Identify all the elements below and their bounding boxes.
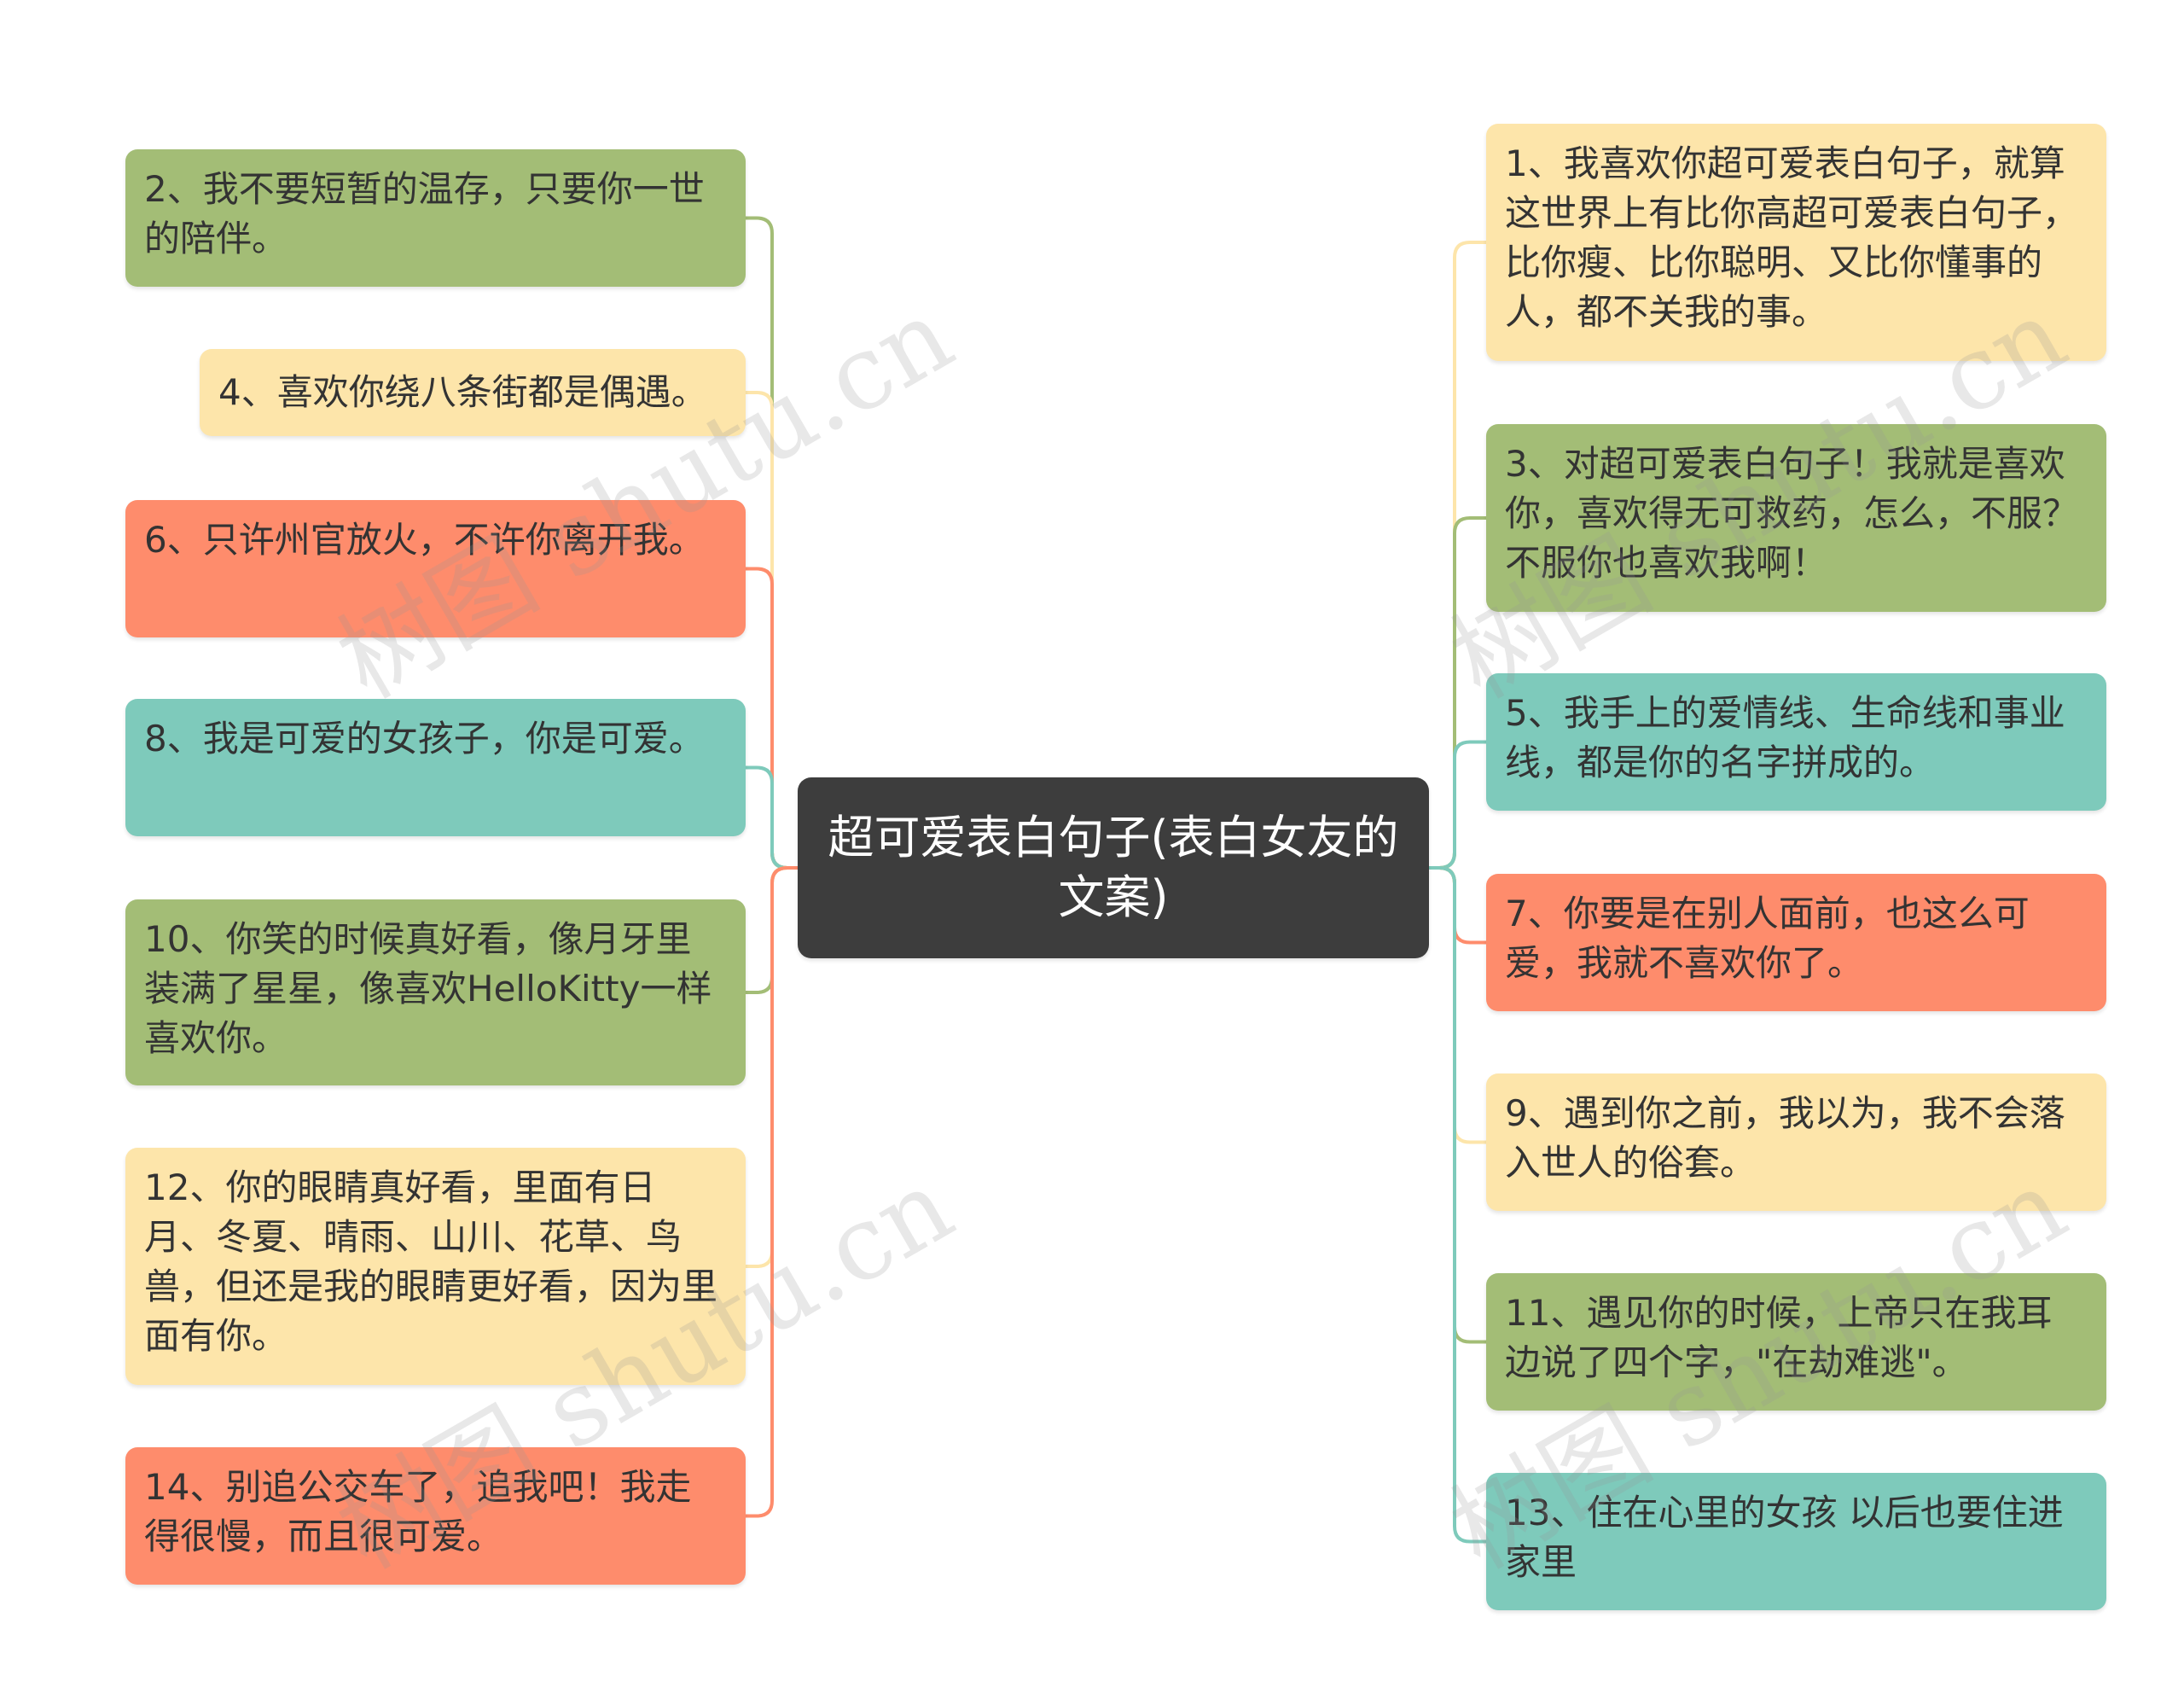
- left-connector-2: [746, 567, 798, 870]
- node-label: 6、只许州官放火，不许你离开我。: [144, 519, 705, 561]
- right-connector-6: [1429, 866, 1486, 1544]
- left-node-10[interactable]: 10、你笑的时候真好看，像月牙里装满了星星，像喜欢HelloKitty一样喜欢你…: [125, 899, 746, 1085]
- left-connector-5: [746, 866, 798, 1268]
- right-connector-2: [1429, 740, 1486, 870]
- right-node-5[interactable]: 5、我手上的爱情线、生命线和事业线，都是你的名字拼成的。: [1486, 673, 2106, 811]
- right-node-3[interactable]: 3、对超可爱表白句子！我就是喜欢你，喜欢得无可救药，怎么，不服？不服你也喜欢我啊…: [1486, 424, 2106, 612]
- node-label: 2、我不要短暂的温存，只要你一世的陪伴。: [144, 168, 705, 259]
- right-connector-3: [1429, 866, 1486, 945]
- node-label: 7、你要是在别人面前，也这么可爱，我就不喜欢你了。: [1505, 893, 2030, 984]
- node-label: 11、遇见你的时候，上帝只在我耳边说了四个字，"在劫难逃"。: [1505, 1292, 2053, 1383]
- node-label: 14、别追公交车了，追我吧！我走得很慢，而且很可爱。: [144, 1466, 692, 1557]
- left-connector-0: [746, 216, 798, 870]
- left-node-6[interactable]: 6、只许州官放火，不许你离开我。: [125, 500, 746, 637]
- node-label: 13、住在心里的女孩 以后也要住进家里: [1505, 1492, 2064, 1583]
- node-label: 4、喜欢你绕八条街都是偶遇。: [218, 371, 707, 413]
- right-connector-5: [1429, 866, 1486, 1344]
- left-node-12[interactable]: 12、你的眼睛真好看，里面有日月、冬夏、晴雨、山川、花草、鸟兽，但还是我的眼睛更…: [125, 1148, 746, 1385]
- node-label: 8、我是可爱的女孩子，你是可爱。: [144, 718, 705, 759]
- left-connector-6: [746, 866, 798, 1518]
- node-label: 5、我手上的爱情线、生命线和事业线，都是你的名字拼成的。: [1505, 692, 2065, 783]
- right-connector-0: [1429, 241, 1486, 870]
- central-topic[interactable]: 超可爱表白句子(表白女友的文案): [798, 777, 1429, 958]
- left-node-8[interactable]: 8、我是可爱的女孩子，你是可爱。: [125, 699, 746, 836]
- node-label: 3、对超可爱表白句子！我就是喜欢你，喜欢得无可救药，怎么，不服？不服你也喜欢我啊…: [1505, 443, 2079, 584]
- node-label: 9、遇到你之前，我以为，我不会落入世人的俗套。: [1505, 1092, 2065, 1184]
- right-connector-1: [1429, 516, 1486, 870]
- right-connector-4: [1429, 866, 1486, 1144]
- left-node-14[interactable]: 14、别追公交车了，追我吧！我走得很慢，而且很可爱。: [125, 1447, 746, 1585]
- watermark: 树图 shutu.cn: [319, 276, 972, 722]
- right-node-1[interactable]: 1、我喜欢你超可爱表白句子，就算这世界上有比你高超可爱表白句子，比你瘦、比你聪明…: [1486, 124, 2106, 361]
- left-connector-3: [746, 765, 798, 870]
- central-topic-label: 超可爱表白句子(表白女友的文案): [828, 811, 1399, 924]
- left-connector-1: [746, 391, 798, 870]
- node-label: 1、我喜欢你超可爱表白句子，就算这世界上有比你高超可爱表白句子，比你瘦、比你聪明…: [1505, 143, 2079, 333]
- left-node-4[interactable]: 4、喜欢你绕八条街都是偶遇。: [200, 349, 746, 436]
- node-label: 10、你笑的时候真好看，像月牙里装满了星星，像喜欢HelloKitty一样喜欢你…: [144, 918, 712, 1059]
- right-node-7[interactable]: 7、你要是在别人面前，也这么可爱，我就不喜欢你了。: [1486, 874, 2106, 1011]
- right-node-9[interactable]: 9、遇到你之前，我以为，我不会落入世人的俗套。: [1486, 1074, 2106, 1211]
- right-node-13[interactable]: 13、住在心里的女孩 以后也要住进家里: [1486, 1473, 2106, 1610]
- left-node-2[interactable]: 2、我不要短暂的温存，只要你一世的陪伴。: [125, 149, 746, 287]
- node-label: 12、你的眼睛真好看，里面有日月、冬夏、晴雨、山川、花草、鸟兽，但还是我的眼睛更…: [144, 1167, 718, 1357]
- right-node-11[interactable]: 11、遇见你的时候，上帝只在我耳边说了四个字，"在劫难逃"。: [1486, 1273, 2106, 1411]
- left-connector-4: [746, 866, 798, 994]
